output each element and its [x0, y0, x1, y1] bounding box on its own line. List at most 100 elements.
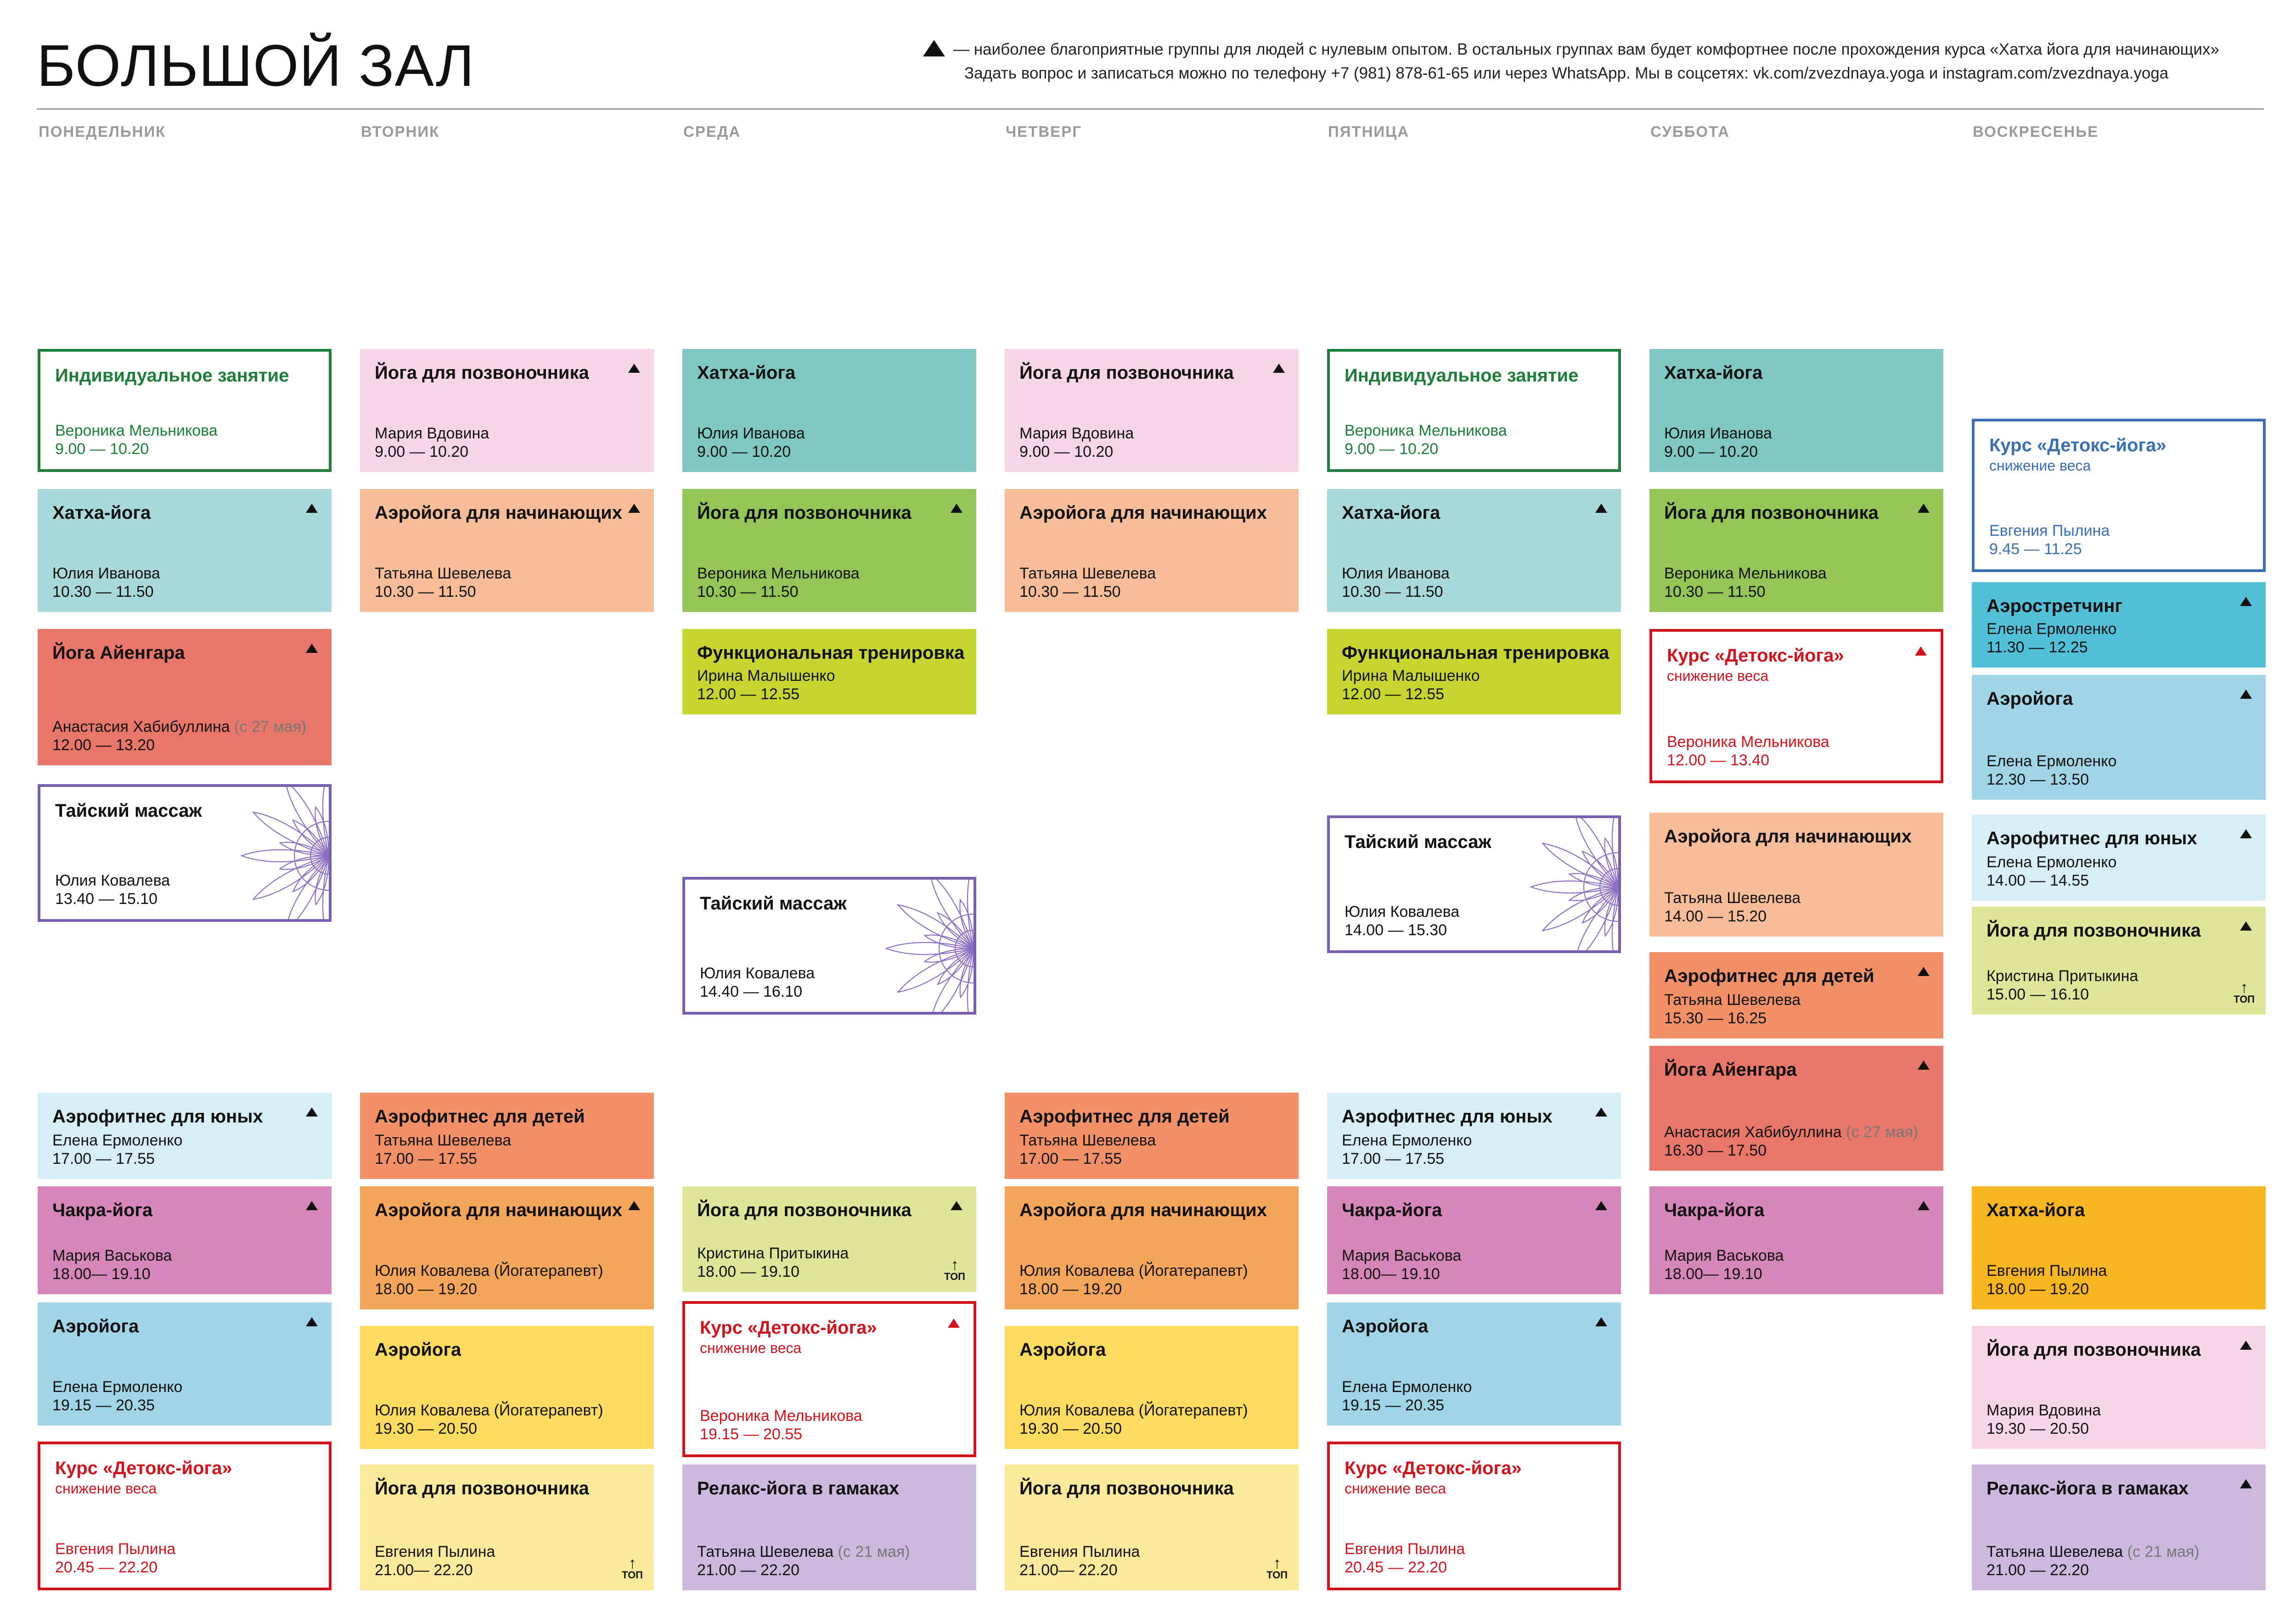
class-title: Аэройога для начинающих: [1664, 826, 1912, 847]
instructor-name: Мария Вдовина: [1019, 424, 1134, 443]
instructor-text: Вероника Мельникова: [697, 565, 860, 582]
class-details: Юлия Ковалева (Йогатерапевт)19.30 — 20.5…: [375, 1401, 603, 1438]
instructor-text: Юлия Иванова: [52, 565, 160, 582]
class-title: Хатха-йога: [52, 503, 151, 523]
top-badge-icon: ↑ТОП: [2234, 979, 2255, 1005]
class-details: Анастасия Хабибуллина (с 27 мая)16.30 — …: [1664, 1123, 1918, 1160]
class-title: Курс «Детокс-йога»: [700, 1318, 877, 1338]
instructor-name: Анастасия Хабибуллина (с 27 мая): [52, 718, 306, 736]
beginner-triangle-icon: [306, 1201, 318, 1210]
instructor-name: Евгения Пылина: [1345, 1540, 1465, 1558]
class-time: 9.00 — 10.20: [375, 443, 469, 460]
class-details: Татьяна Шевелева (с 21 мая)21.00 — 22.20: [697, 1543, 910, 1579]
class-time: 20.45 — 22.20: [55, 1559, 158, 1576]
class-time: 12.30 — 13.50: [1986, 771, 2089, 788]
page-title: БОЛЬШОЙ ЗАЛ: [37, 33, 475, 99]
class-title: Йога для позвоночника: [697, 503, 912, 523]
class-time: 21.00— 22.20: [375, 1561, 473, 1579]
instructor-text: Вероника Мельникова: [1345, 422, 1507, 439]
class-time: 17.00 — 17.55: [1019, 1150, 1122, 1167]
class-title: Чакра-йога: [52, 1200, 153, 1220]
beginner-triangle-icon: [1595, 1201, 1607, 1210]
instructor-name: Юлия Иванова: [697, 424, 805, 443]
class-time: 17.00 — 17.55: [1342, 1150, 1445, 1167]
class-subtitle: снижение веса: [700, 1340, 802, 1356]
top-badge-text: ТОП: [1266, 1569, 1288, 1581]
instructor-text: Елена Ермоленко: [1342, 1132, 1472, 1149]
beginner-triangle-icon: [2240, 921, 2252, 931]
instructor-name: Вероника Мельникова: [1664, 564, 1827, 583]
class-title: Курс «Детокс-йога»: [1989, 435, 2167, 455]
instructor-name: Юлия Ковалева (Йогатерапевт): [375, 1401, 603, 1420]
instructor-text: Татьяна Шевелева: [375, 565, 512, 582]
header-divider: [37, 108, 2264, 110]
instructor-text: Елена Ермоленко: [52, 1132, 183, 1149]
instructor-name: Юлия Иванова: [1664, 424, 1772, 443]
instructor-text: Мария Вдовина: [375, 425, 490, 442]
class-title: Хатха-йога: [1664, 363, 1763, 383]
arrow-up-icon: ↑: [2240, 979, 2248, 996]
day-header-wednesday: СРЕДА: [683, 123, 741, 140]
beginner-triangle-icon: [948, 1319, 960, 1328]
class-time: 10.30 — 11.50: [697, 583, 799, 601]
class-title: Релакс-йога в гамаках: [697, 1478, 900, 1499]
